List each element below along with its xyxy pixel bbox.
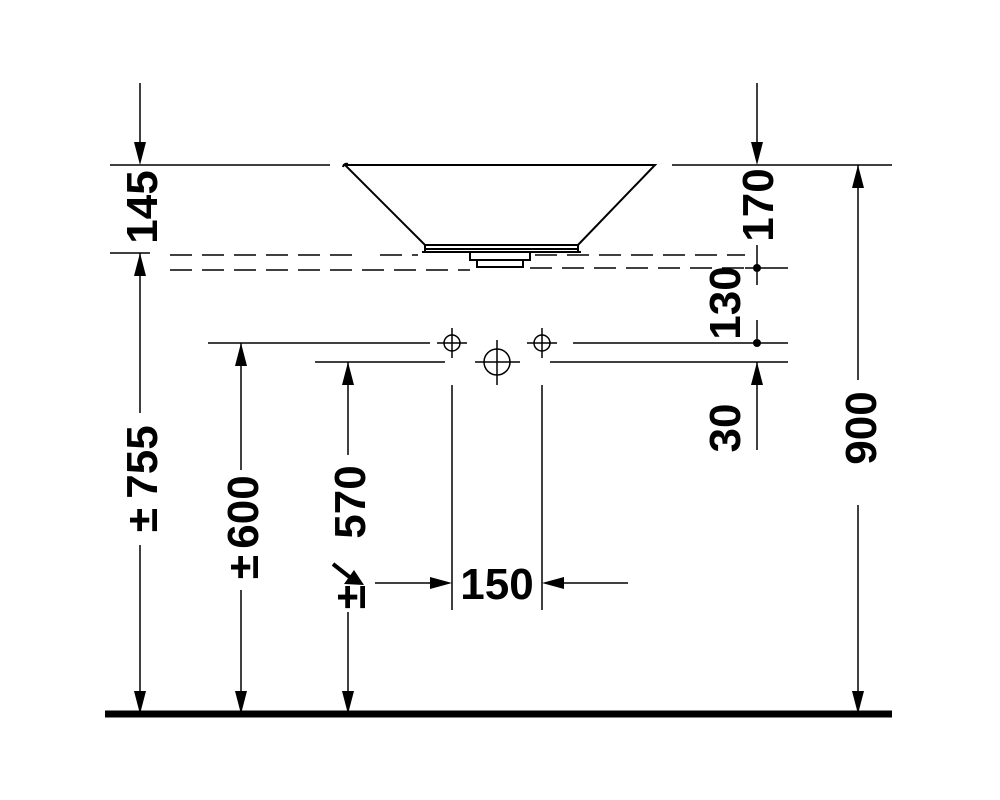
tap-connection-left-icon (437, 328, 467, 358)
tap-point-icon (753, 339, 761, 347)
outlet-point-icon (753, 264, 761, 272)
adjustable-arrow-icon (331, 562, 364, 585)
trap-offset-dimension-arrow (751, 362, 763, 450)
drain-outlet (469, 251, 531, 268)
tap-height-plusminus: ± (219, 555, 268, 579)
trap-height-plusminus: ± (326, 585, 375, 609)
trap-spacing-label: 150 (460, 560, 533, 609)
total-height-dimension-arrows (852, 165, 864, 714)
tap-height-label: 600 (219, 475, 268, 548)
rim-height-plusminus: ± (118, 508, 167, 532)
trap-height-dimension-arrows (342, 362, 354, 714)
tap-connection-right-icon (527, 328, 557, 358)
trap-height-label: 570 (326, 465, 375, 538)
tap-offset-label: 130 (701, 266, 750, 339)
rim-height-label: 755 (118, 425, 167, 498)
trap-connection-icon (475, 340, 520, 385)
rim-height-dimension-arrows (134, 253, 146, 714)
basin-bowl (342, 162, 658, 253)
spacing-dimension-arrows (375, 577, 628, 589)
outlet-offset-label: 170 (734, 168, 783, 241)
trap-offset-label: 30 (701, 404, 750, 453)
tap-height-dimension-arrows (235, 343, 247, 714)
bowl-height-label: 145 (118, 170, 167, 243)
bowl-height-dimension-arrow (134, 83, 146, 165)
total-height-label: 900 (837, 391, 886, 464)
